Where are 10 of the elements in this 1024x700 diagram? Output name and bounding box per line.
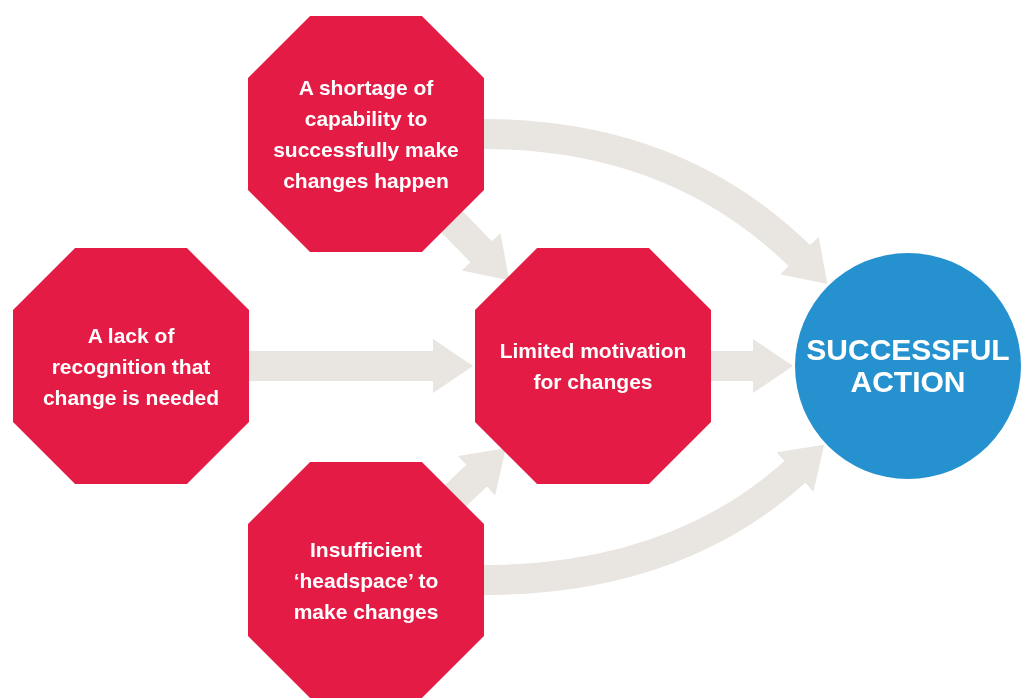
octagon-box [475,248,711,484]
node-label: Insufficient ‘headspace’ to make changes [292,536,440,625]
goal-circle [795,253,1021,479]
octagon-box [13,248,249,484]
node-label: A lack of recognition that change is needed [41,322,221,411]
octagon-box [248,16,484,252]
octagon-box [248,462,484,698]
node-label: Limited motivation for changes [498,338,688,395]
node-label: A shortage of capability to successfully make changes happen [272,75,460,194]
goal-label: SUCCESSFUL ACTION [805,334,1011,398]
